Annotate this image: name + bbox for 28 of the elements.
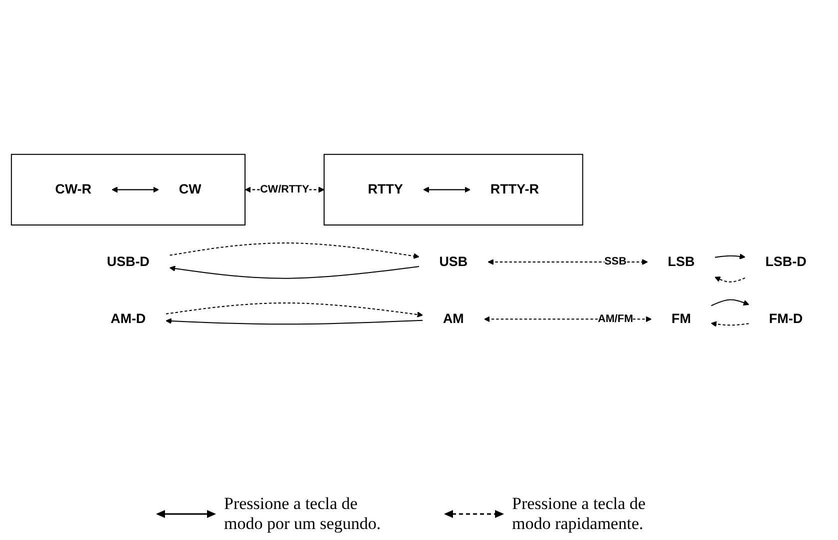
arrow <box>170 242 420 260</box>
node-text: USB <box>439 254 468 270</box>
arrow <box>169 266 420 279</box>
node-text: CW-R <box>55 182 92 198</box>
arrow <box>714 254 746 260</box>
node-text: CW <box>178 182 202 198</box>
arrow <box>112 186 159 193</box>
node-text: AM <box>442 312 464 327</box>
node-text: RTTY-R <box>490 182 539 198</box>
node-text: FM <box>672 312 691 327</box>
legend-text: Pressione a tecla de modo rapidamente. <box>512 494 647 534</box>
node-text: LSB-D <box>765 254 806 270</box>
arrow <box>166 302 424 318</box>
arrow <box>488 259 648 266</box>
node-text: AM-D <box>110 312 146 327</box>
node-text: FM-D <box>769 312 803 327</box>
cluster <box>324 154 584 226</box>
arrow <box>710 299 750 306</box>
edge-label: CW/RTTY <box>260 184 310 196</box>
legend-text: Pressione a tecla de modo por um segundo. <box>224 494 382 534</box>
arrow <box>710 321 749 328</box>
arrow <box>714 276 746 283</box>
node-text: RTTY <box>368 182 403 198</box>
arrow <box>166 318 423 325</box>
arrow <box>423 186 470 193</box>
node-text: LSB <box>668 254 695 270</box>
node-text: USB-D <box>106 254 150 270</box>
cluster <box>10 154 246 226</box>
